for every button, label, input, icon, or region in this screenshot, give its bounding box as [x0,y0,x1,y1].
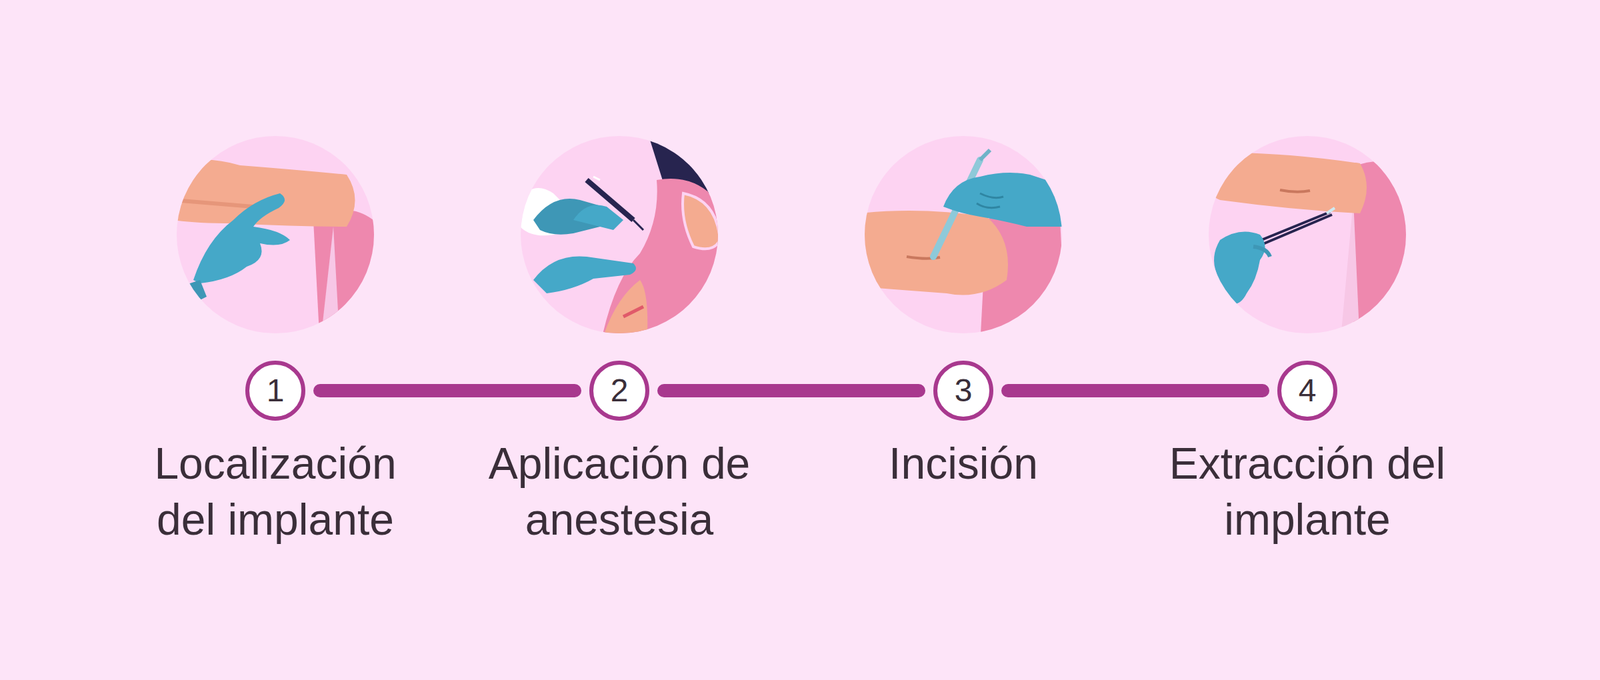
step-label: Localización del implante [128,435,422,548]
step-label: Aplicación de anestesia [486,435,753,548]
step-number: 3 [933,360,994,421]
timeline-bar [1008,390,1263,392]
step-number: 1 [245,360,306,421]
anesthesia-illustration [520,136,724,347]
step-label: Extracción del implante [1154,435,1461,548]
locate-illustration [166,136,387,347]
extraction-illustration [1200,136,1420,347]
incision-illustration [860,136,1067,347]
step-node: 1Localización del implante [128,360,422,548]
step-number: 2 [589,360,650,421]
step-node: 4Extracción del implante [1154,360,1461,548]
step-number: 4 [1277,360,1338,421]
step-label: Incisión [816,435,1110,492]
timeline-bar [320,390,575,392]
timeline-bar [664,390,919,392]
step-node: 2Aplicación de anestesia [486,360,753,548]
step-node: 3Incisión [816,360,1110,492]
